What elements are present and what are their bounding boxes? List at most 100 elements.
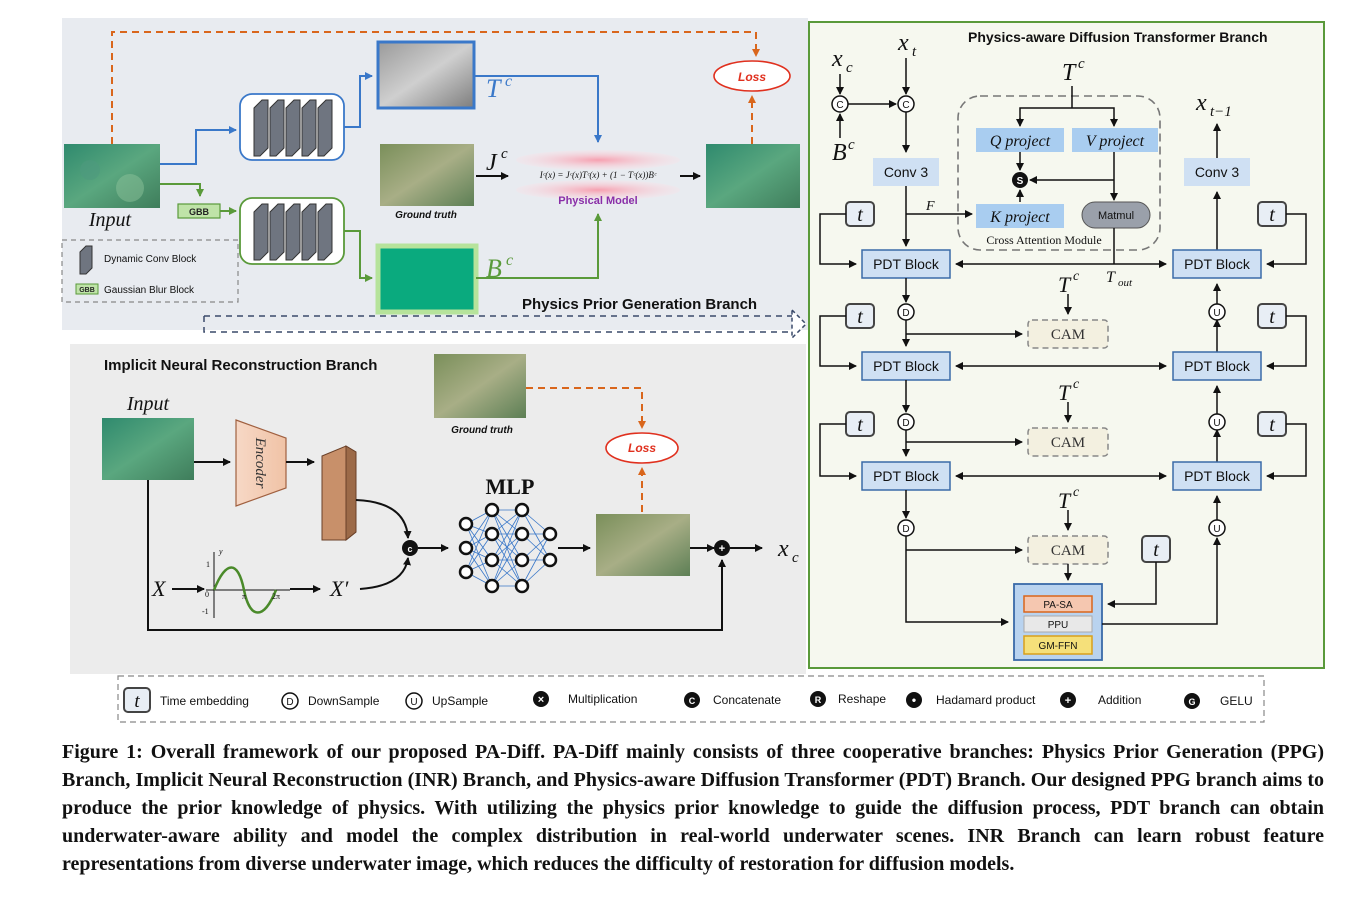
inr-feat-to-concat [355,499,412,539]
conv3-left [873,158,939,186]
pdt-concat-label-1: C [836,100,843,111]
inr-concat-label: c [407,544,412,554]
legend-reshape-glyph: R [815,695,822,705]
sine-y-label: y [218,547,223,556]
t-box-l1-label: t [857,204,863,226]
pdt-xt-label: x [897,30,909,56]
xprime-to-concat [359,557,411,590]
bottleneck-to-u3 [1102,537,1221,625]
legend-time-embedding: Time embedding [160,694,249,708]
ppg-blue-arrow-2 [344,72,373,128]
dcb-stack-top [253,99,333,157]
legend-addition: Addition [1098,693,1141,707]
ppg-to-pdt-arrowhead [791,308,808,340]
inr-loss-label: Loss [628,441,656,455]
xt1-sub: t−1 [1210,104,1232,120]
gbb-label: GBB [189,207,210,217]
cam-block-1-label: CAM [1051,327,1085,343]
cam3-tc-sup: c [1073,485,1080,500]
cam3-tc-label: T [1058,488,1072,513]
transmission-map-image [376,40,476,110]
sine-0-label: 0 [205,590,209,599]
inr-title: Implicit Neural Reconstruction Branch [104,357,377,374]
inr-input-image [102,418,194,480]
inr-xc-label: x [777,536,789,562]
jc-label: J [486,150,498,176]
upsample-label-3: U [1213,524,1220,535]
inr-add-label: + [719,543,725,555]
softmax-label: S [1017,176,1024,187]
pdt-block-r2-label: PDT Block [1184,358,1251,374]
cam-tc-sup: c [1078,56,1085,72]
legend-reshape-icon [810,691,826,707]
pdt-block-l3-label: PDT Block [873,468,940,484]
inr-output-image [596,514,690,576]
inr-concat-node [402,540,418,556]
ppg-green-arrow-1 [160,183,204,197]
ppg-branch-title: Physics Prior Generation Branch [522,296,757,313]
t-box-r2-label: t [1269,306,1275,328]
inr-add-node [714,540,730,556]
legend-downsample-glyph: D [286,697,293,708]
background-light-image [375,243,479,315]
legend-gbb-tag: GBB [79,287,95,294]
mlp-label: MLP [486,474,535,499]
sine-m1-label: -1 [202,607,209,616]
xt1-label: x [1195,90,1207,116]
legend-downsample: DownSample [308,694,380,708]
pdt-block-r3 [1172,461,1262,491]
cam-title: Cross Attention Module [986,233,1101,247]
t-box-r1-label: t [1269,204,1275,226]
legend-hadamard: Hadamard product [936,693,1036,707]
legend-hadamard-icon [906,692,922,708]
tout-label: T [1106,269,1116,286]
pa-sa-block [1023,595,1093,613]
t-l2-line [819,315,857,370]
downsample-label-2: D [902,418,909,429]
pa-sa-label: PA-SA [1043,600,1073,611]
inr-input-label: Input [126,393,170,415]
ppg-green-arrow-4 [476,213,602,279]
inr-loss-ellipse [605,432,679,464]
pdt-title: Physics-aware Diffusion Transformer Bran… [968,29,1268,45]
t-l1-line [819,213,857,268]
t-box-l2-label: t [857,306,863,328]
q-project-label: Q project [990,133,1051,150]
tout-sub: out [1118,277,1133,289]
cross-attention-module [957,95,1161,251]
cam-tc-label: T [1062,60,1077,86]
upsample-label-1: U [1213,308,1220,319]
inr-gt-loss-line [526,387,646,429]
dcb-stack-bottom [253,203,333,261]
pdt-block-l2-label: PDT Block [873,358,940,374]
pdt-block-l2 [861,351,951,381]
pdt-xc-label: x [831,46,843,72]
x-input-label: X [151,576,167,601]
k-project-label: K project [989,209,1050,226]
jc-sup: c [501,146,508,162]
v-project [1072,128,1158,152]
mlp-neurons [458,502,558,594]
gm-ffn-label: GM-FFN [1039,641,1078,652]
cam-block-2 [1027,427,1109,457]
ppu-label: PPU [1048,620,1069,631]
d3-to-bottleneck [905,536,1009,626]
ppg-loss-dashed-line [111,31,760,144]
matmul-label: Matmul [1098,210,1134,222]
legend-t-icon [123,687,151,713]
inr-xc-sub: c [792,550,799,566]
sine-plot: y 1 0 -1 π 2π [202,547,290,618]
softmax-node [1012,172,1028,188]
bc-label: B [486,254,502,283]
ppg-input-label: Input [88,209,132,231]
upsample-label-2: U [1213,418,1220,429]
legend-gelu: GELU [1220,694,1253,708]
bc-sup: c [506,252,513,269]
downsample-label-1: D [902,308,909,319]
ppg-loss-ellipse [713,60,791,92]
legend-downsample-icon [281,692,299,710]
ppg-output-image [706,144,800,208]
legend-concatenate-icon [684,692,700,708]
pdt-block-l3 [861,461,951,491]
legend-dcb-label: Dynamic Conv Block [104,254,197,265]
